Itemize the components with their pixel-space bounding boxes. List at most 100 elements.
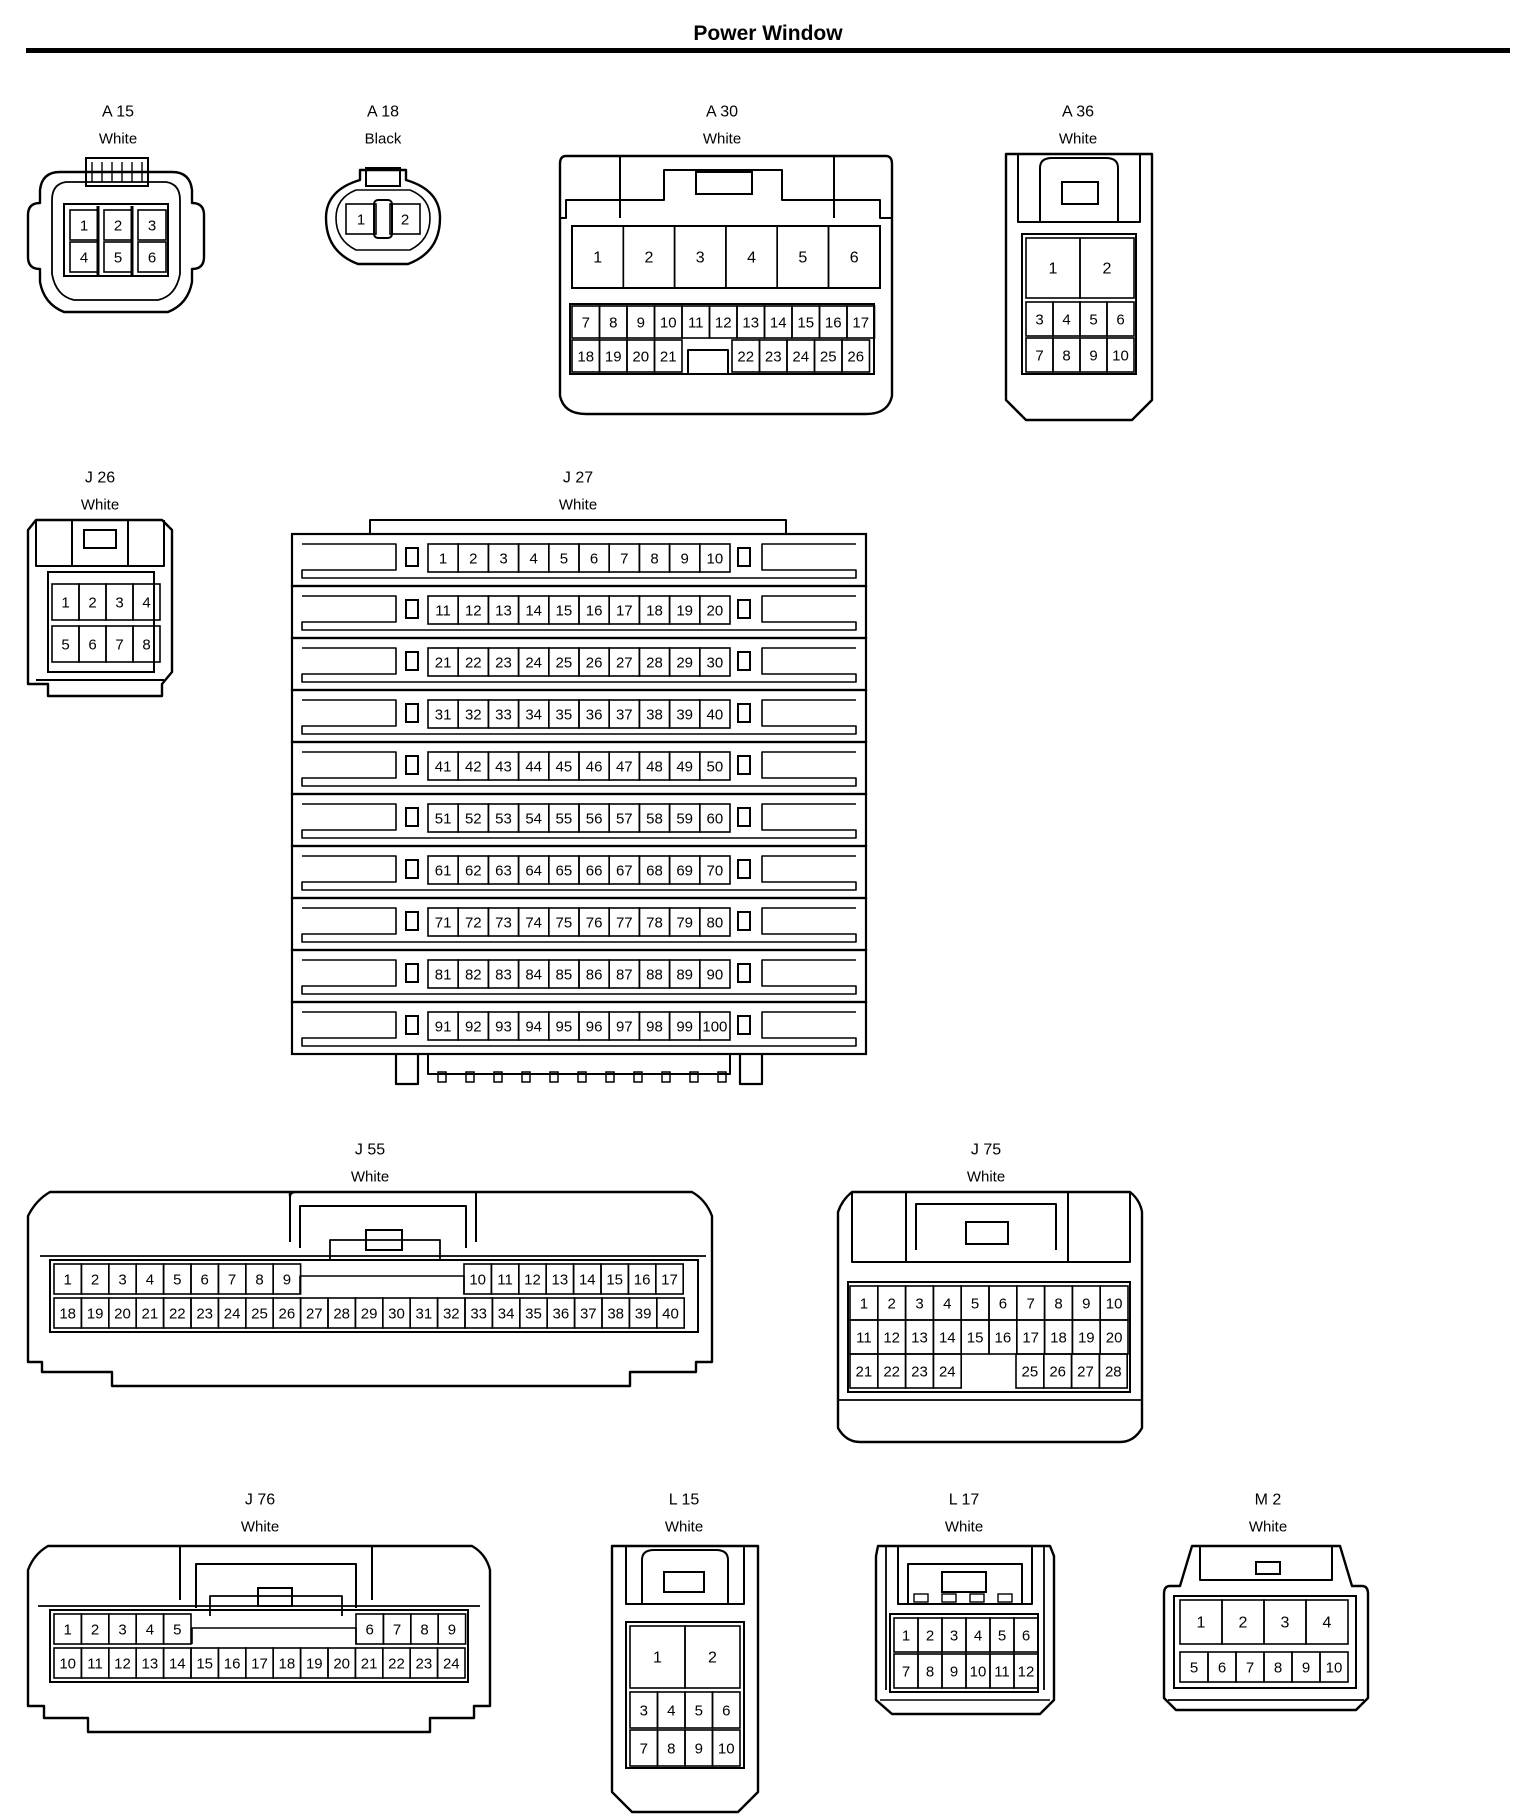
connector-color: White [351,1169,389,1186]
pin-number: 6 [1022,1628,1030,1645]
connector-id: A 36 [1062,104,1094,121]
pin-number: 73 [495,915,512,932]
pin-cell [1098,1353,1129,1389]
pin-number: 22 [465,655,482,672]
pin-number: 2 [91,1622,99,1639]
pin-number: 22 [388,1656,405,1673]
pin-number: 87 [616,967,633,984]
pin-cell [711,1729,741,1767]
pin-number: 26 [847,349,864,366]
connector-id: A 15 [102,104,134,121]
pin-number: 38 [646,707,663,724]
pin-number: 4 [1062,312,1070,329]
pin-number: 39 [635,1306,652,1323]
pin-number: 3 [640,1703,648,1720]
pin-number: 10 [970,1664,987,1681]
pin-number: 5 [998,1628,1006,1645]
pin-number: 12 [465,603,482,620]
connector-color: White [99,131,137,148]
pin-cell [1319,1651,1349,1683]
pin-cell [698,595,731,625]
pin-number: 72 [465,915,482,932]
pin-number: 20 [1106,1330,1123,1347]
pin-number: 100 [702,1019,727,1036]
pin-number: 25 [1022,1364,1039,1381]
pin-number: 38 [607,1306,624,1323]
pin-cell [653,339,683,373]
pin-number: 18 [1050,1330,1067,1347]
connector-color: White [1249,1519,1287,1536]
pin-number: 90 [707,967,724,984]
pin-number: 47 [616,759,633,776]
pin-number: 92 [465,1019,482,1036]
pin-cell [1106,301,1135,337]
pin-number: 7 [1246,1660,1254,1677]
pin-number: 3 [148,218,156,235]
pin-cell [684,1625,741,1689]
pin-number: 2 [114,218,122,235]
pin-number: 1 [61,595,69,612]
pin-number: 35 [556,707,573,724]
pin-number: 3 [950,1628,958,1645]
pin-number: 15 [556,603,573,620]
pin-number: 2 [888,1296,896,1313]
pin-number: 8 [1274,1660,1282,1677]
pin-cell [841,339,871,373]
pin-number: 1 [593,250,602,267]
pin-number: 7 [1035,348,1043,365]
pin-cell [1106,337,1135,373]
pin-number: 17 [616,603,633,620]
pin-number: 4 [142,595,150,612]
pin-number: 11 [497,1272,513,1289]
pin-number: 13 [142,1656,159,1673]
pin-number: 6 [850,250,859,267]
pin-cell [698,647,731,677]
pin-number: 22 [169,1306,186,1323]
connector-color: White [967,1169,1005,1186]
pin-number: 2 [644,250,653,267]
pin-number: 6 [1218,1660,1226,1677]
pin-cell [162,1613,192,1645]
pin-number: 21 [361,1656,378,1673]
pin-cell [1305,1599,1349,1645]
pin-number: 13 [742,315,759,332]
pin-cell [698,699,731,729]
pin-number: 20 [707,603,724,620]
pin-number: 2 [1239,1615,1248,1632]
pin-cell [654,1263,684,1295]
pin-number: 89 [676,967,693,984]
pin-number: 95 [556,1019,573,1036]
pin-number: 8 [1062,348,1070,365]
pin-number: 20 [333,1656,350,1673]
connector-id: L 15 [669,1492,700,1509]
pin-number: 20 [632,349,649,366]
pin-number: 1 [64,1622,72,1639]
pin-number: 12 [715,315,732,332]
pin-number: 4 [667,1703,675,1720]
connector-id: L 17 [949,1492,980,1509]
pin-number: 21 [435,655,452,672]
pin-number: 21 [856,1364,873,1381]
pin-number: 44 [525,759,542,776]
pin-number: 3 [499,551,507,568]
pin-number: 55 [556,811,573,828]
pin-number: 9 [1089,348,1097,365]
pin-cell [137,209,167,241]
pin-number: 17 [852,315,869,332]
pin-number: 9 [695,1741,703,1758]
pin-number: 2 [708,1650,717,1667]
pin-number: 14 [579,1272,596,1289]
pin-number: 9 [637,315,645,332]
pin-number: 74 [525,915,542,932]
pin-number: 27 [1077,1364,1094,1381]
pin-number: 1 [653,1650,662,1667]
pin-number: 6 [999,1296,1007,1313]
pin-number: 3 [696,250,705,267]
pin-number: 8 [926,1664,934,1681]
pin-number: 28 [1105,1364,1122,1381]
pin-number: 13 [911,1330,928,1347]
